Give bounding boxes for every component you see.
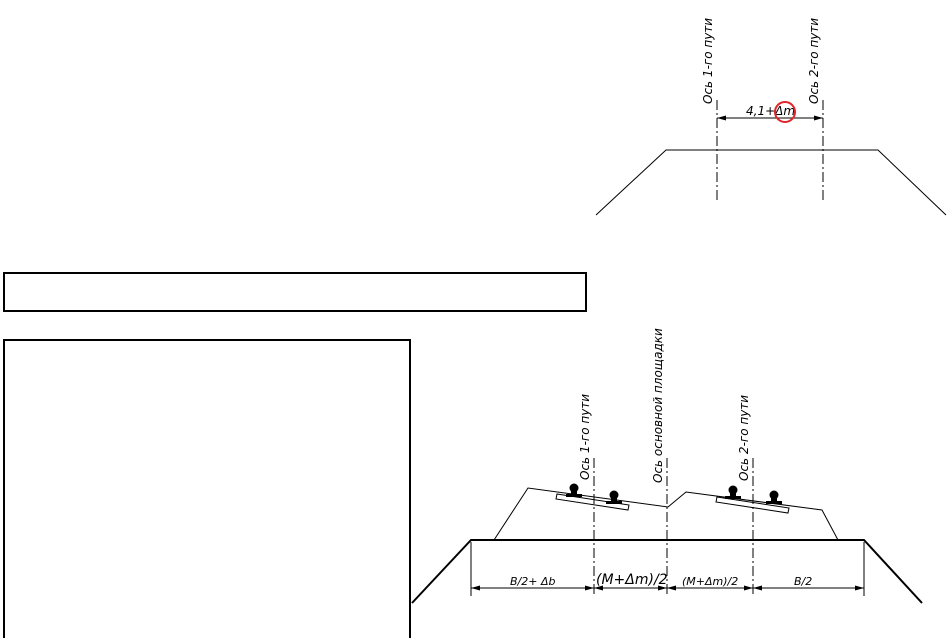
top-axis-track2-label: Ось 2-го пути bbox=[807, 18, 821, 104]
top-spacing-dimension bbox=[717, 115, 823, 121]
track1-superstructure bbox=[555, 483, 630, 511]
track1-sleeper bbox=[555, 493, 630, 511]
bottom-axis-platform-label: Ось основной площадки bbox=[651, 328, 665, 483]
track2-superstructure bbox=[715, 485, 790, 514]
dim-label-1: B/2+ Δb bbox=[510, 575, 555, 588]
side-panel-box bbox=[3, 339, 411, 638]
ballast-prism-outline bbox=[493, 487, 839, 541]
top-embankment-outline bbox=[595, 149, 947, 216]
bottom-axis-track1-label: Ось 1-го пути bbox=[578, 394, 592, 480]
top-cross-section: Ось 1-го пути Ось 2-го пути 4,1+Δm bbox=[595, 18, 947, 216]
track2-rail-left bbox=[725, 485, 741, 499]
dim-label-2: (M+Δm)/2 bbox=[596, 572, 668, 588]
top-axis-track1-label: Ось 1-го пути bbox=[701, 18, 715, 104]
track1-rail-left bbox=[566, 483, 582, 497]
bottom-dimension-chain bbox=[471, 585, 864, 591]
header-strip-box bbox=[3, 272, 587, 312]
track2-sleeper bbox=[715, 496, 790, 514]
dim-label-3: (M+Δm)/2 bbox=[682, 575, 738, 588]
top-spacing-label: 4,1+Δm bbox=[746, 104, 795, 118]
bottom-cross-section: Ось 1-го пути Ось основной площадки Ось … bbox=[411, 328, 923, 604]
track1-rail-right bbox=[606, 490, 622, 504]
dim-label-4: B/2 bbox=[794, 575, 812, 588]
bottom-axis-track2-label: Ось 2-го пути bbox=[737, 395, 751, 481]
highlight-circle bbox=[774, 101, 796, 123]
track2-rail-right bbox=[766, 490, 782, 504]
